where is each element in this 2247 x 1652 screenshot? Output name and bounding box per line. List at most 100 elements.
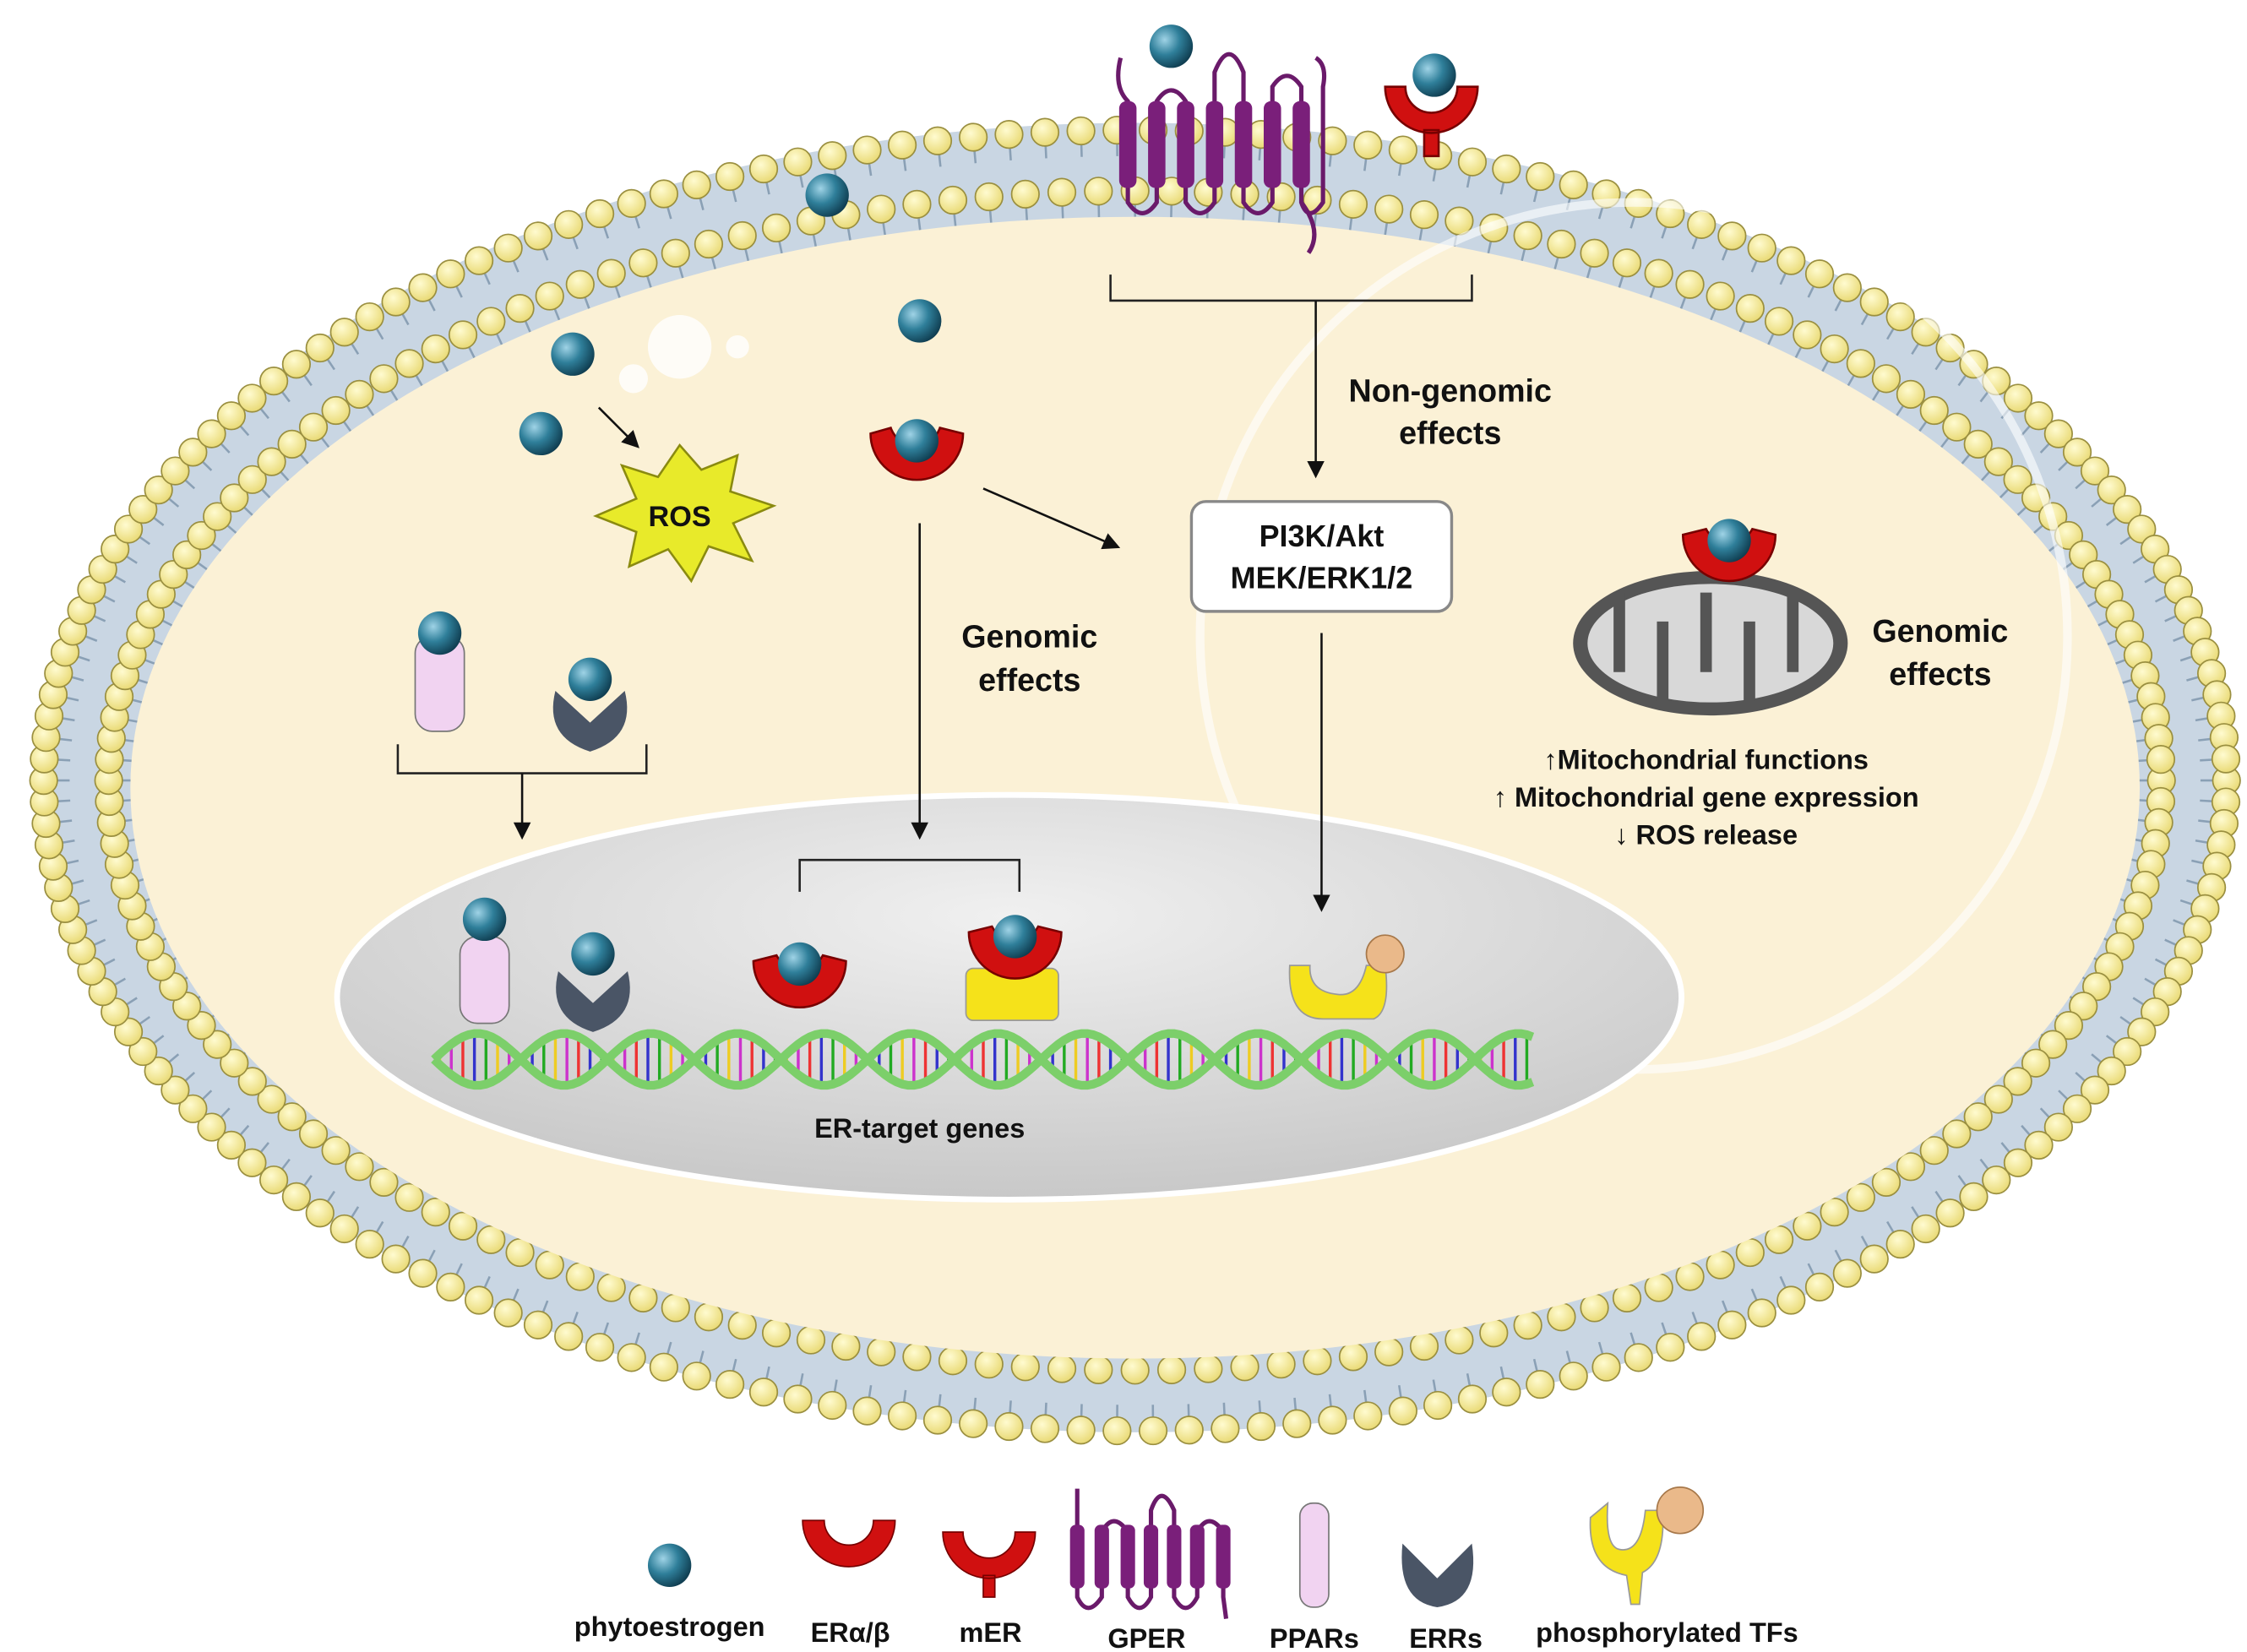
lipid-head xyxy=(277,429,307,459)
lipid-head xyxy=(1338,189,1368,219)
lipid-head xyxy=(1747,1298,1776,1328)
dna-label: ER-target genes xyxy=(814,1113,1025,1144)
lipid-head xyxy=(1935,1198,1965,1228)
lipid-head xyxy=(694,1302,724,1332)
lipid-head xyxy=(381,1244,411,1274)
lipid-head xyxy=(748,1378,779,1407)
lipid-head xyxy=(1353,1401,1383,1431)
lipid-head xyxy=(938,185,968,215)
lipid-head xyxy=(1409,200,1439,230)
lipid-head xyxy=(160,1075,190,1105)
lipid-head xyxy=(476,1225,506,1254)
lipid-head xyxy=(2043,1112,2073,1142)
lipid-head xyxy=(394,349,424,378)
legend-label: GPER xyxy=(1107,1623,1185,1652)
lipid-head xyxy=(281,1182,312,1212)
lipid-head xyxy=(974,1350,1004,1379)
er-receptor xyxy=(869,419,965,481)
lipid-head xyxy=(2062,437,2092,467)
lipid-head xyxy=(1776,246,1806,275)
lipid-head xyxy=(1919,1136,1949,1166)
lipid-head xyxy=(1174,1416,1204,1445)
lipid-head xyxy=(727,220,757,251)
lipid-head xyxy=(959,1409,988,1438)
lipid-head xyxy=(1820,334,1849,364)
lipid-head xyxy=(258,1165,289,1195)
lipid-head xyxy=(1194,1354,1223,1383)
lipid-head xyxy=(2113,495,2142,524)
lipid-head xyxy=(1793,1211,1822,1241)
lipid-head xyxy=(1030,117,1060,147)
lipid-head xyxy=(493,233,523,263)
mito-genomic-label-1: Genomic xyxy=(1872,613,2008,649)
lipid-head xyxy=(1804,259,1835,289)
lipid-head xyxy=(535,281,564,311)
lipid-head xyxy=(237,465,267,494)
ros-burst xyxy=(593,443,777,584)
err-receptor xyxy=(556,932,630,1032)
bracket xyxy=(798,858,1021,892)
lipid-head xyxy=(220,1048,249,1078)
lipid-head xyxy=(617,1343,646,1372)
lipid-head xyxy=(1885,302,1915,332)
lipid-head xyxy=(101,534,130,564)
lipid-head xyxy=(464,246,494,275)
lipid-head xyxy=(2062,1094,2092,1123)
lipid-head xyxy=(113,514,144,544)
lipid-head xyxy=(852,1396,882,1426)
lipid-head xyxy=(1747,233,1776,263)
non-genomic-label-1: Non-genomic xyxy=(1349,373,1552,409)
lipid-head xyxy=(436,1272,465,1302)
lipid-head xyxy=(887,1401,917,1431)
lipid-head xyxy=(761,213,792,243)
non-genomic-label-2: effects xyxy=(1399,415,1501,450)
lipid-head xyxy=(1030,1414,1060,1443)
lipid-head xyxy=(178,1094,208,1123)
lipid-head xyxy=(1871,364,1902,394)
legend-label: ERRs xyxy=(1409,1623,1483,1652)
lipid-head xyxy=(1911,1214,1940,1244)
lipid-head xyxy=(2097,1056,2126,1086)
lipid-head xyxy=(1612,248,1642,278)
er-receptor xyxy=(1681,519,1777,583)
lipid-head xyxy=(1211,1414,1240,1443)
lipid-head xyxy=(938,1346,968,1376)
lipid-head xyxy=(237,383,267,413)
lipid-head xyxy=(2024,401,2054,431)
lipid-head xyxy=(277,1102,307,1132)
lipid-head xyxy=(1735,294,1765,323)
lipid-head xyxy=(1859,287,1889,317)
lipid-head xyxy=(505,294,535,323)
lipid-head xyxy=(448,320,478,350)
lipid-head xyxy=(355,302,384,332)
lipid-head xyxy=(1318,126,1347,155)
lipid-head xyxy=(783,147,813,177)
lipid-head xyxy=(436,259,465,289)
lipid-head xyxy=(783,1384,813,1414)
lipid-head xyxy=(187,520,216,551)
lipid-head xyxy=(1010,1352,1040,1382)
lipid-head xyxy=(1230,1352,1260,1382)
lipid-head xyxy=(1687,1322,1717,1351)
lipid-head xyxy=(2127,514,2157,544)
lipid-head xyxy=(1246,1411,1276,1442)
lipid-head xyxy=(203,1030,232,1059)
lipid-head xyxy=(1942,412,1972,442)
svg-text:PI3K/Akt: PI3K/Akt xyxy=(1260,519,1385,553)
lipid-head xyxy=(1513,220,1542,251)
lipid-head xyxy=(1963,429,1993,459)
lipid-head xyxy=(585,1333,615,1362)
lipid-head xyxy=(554,1322,584,1351)
lipid-head xyxy=(902,189,932,219)
mito-effect-1: ↑Mitochondrial functions xyxy=(1543,744,1869,774)
lipid-head xyxy=(1559,170,1588,199)
lipid-head xyxy=(1388,135,1417,165)
legend-label: mER xyxy=(960,1617,1022,1648)
lipid-head xyxy=(1492,154,1521,184)
lipid-head xyxy=(2069,992,2098,1021)
lipid-head xyxy=(1066,1416,1096,1445)
legend-mer-icon xyxy=(942,1531,1036,1598)
lipid-head xyxy=(493,1298,523,1328)
gper-receptor xyxy=(1116,52,1327,254)
lipid-head xyxy=(649,1352,678,1382)
